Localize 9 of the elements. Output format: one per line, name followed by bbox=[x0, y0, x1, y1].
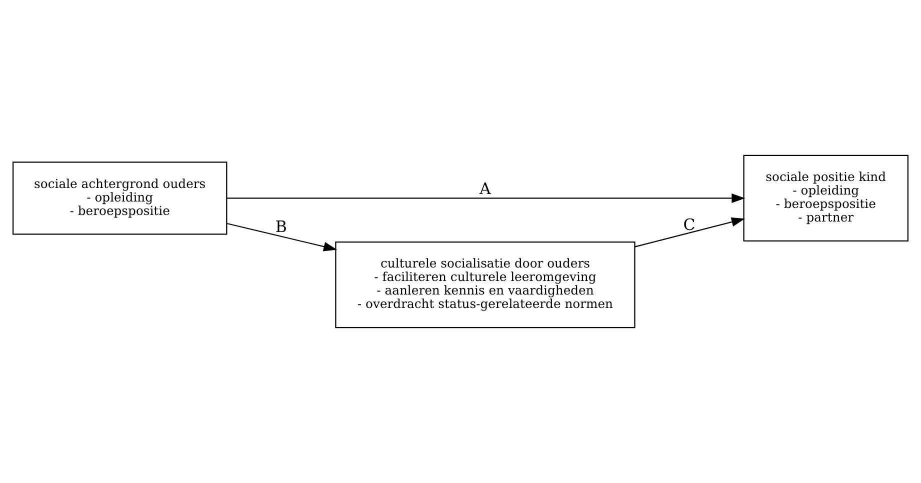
arrow bbox=[226, 222, 338, 252]
edge-label: C bbox=[683, 214, 696, 234]
node-box: culturele socialisatie door ouders - faciliteren culturele leeromgeving - aanleren kennis en vaardigheden - overdracht status-gerelateerde normen bbox=[335, 242, 636, 328]
arrow bbox=[226, 194, 746, 203]
edge-label: B bbox=[275, 217, 287, 236]
arrow bbox=[634, 217, 746, 248]
edge-label: A bbox=[480, 178, 491, 198]
node-box: sociale achtergrond ouders - opleiding - beroepspositie bbox=[12, 162, 228, 235]
node-box: sociale positie kind - opleiding - beroepspositie - partner bbox=[743, 154, 908, 242]
